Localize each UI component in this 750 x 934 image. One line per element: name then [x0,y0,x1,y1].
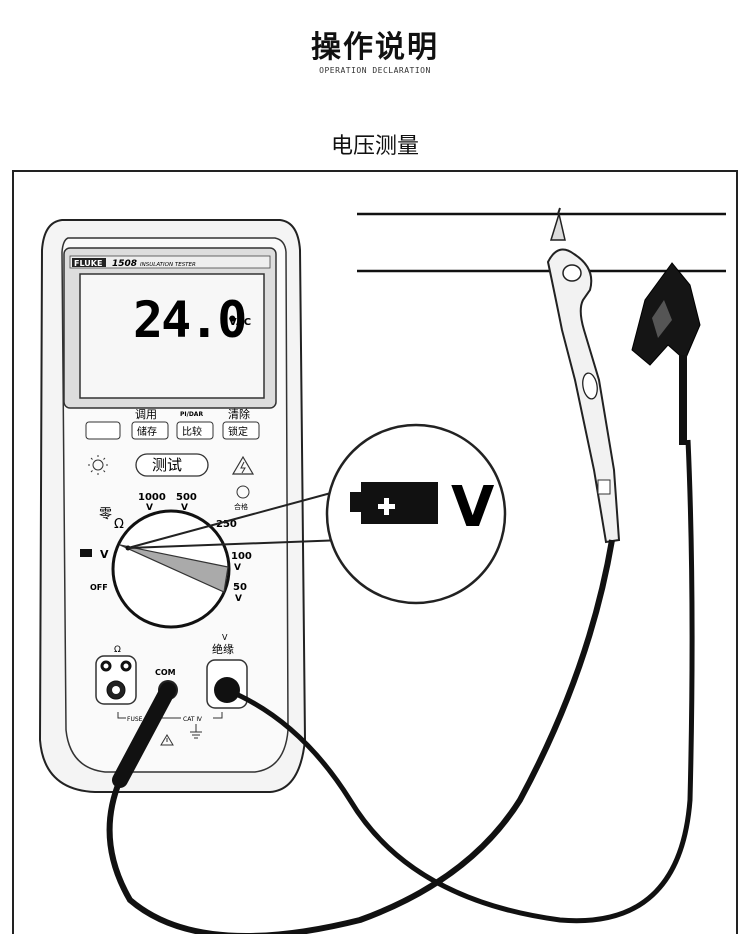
black-test-lead [106,539,615,934]
high-voltage-warning-icon [231,455,255,475]
voltage-range-label: V [100,548,109,561]
v-jack-top-label: V [222,633,228,642]
range-250-label: 250 [216,519,237,530]
fluke-logo-badge [72,258,106,267]
model-label: 1508 [112,259,137,269]
btn3-top-label: 清除 [228,407,250,421]
store-button-label: 储存 [137,425,157,438]
test-button-label: 测试 [152,456,182,474]
v-plug [214,677,240,703]
multimeter: FLUKE 1508 INSULATION TESTER 24.0 VAC 调用… [38,219,307,793]
range-50-label: 50 [233,582,247,593]
range-1000-unit: V [146,503,153,513]
range-100-unit: V [234,563,241,573]
ohm-jack-label: Ω [114,645,121,655]
lcd-display [79,273,265,399]
pass-indicator-icon [236,485,250,499]
range-500-label: 500 [176,492,197,503]
lock-button[interactable] [222,421,260,440]
pass-label: 合格 [234,502,248,511]
illustration-frame [12,170,738,934]
zero-label: 零 [99,507,112,522]
battery-icon [361,482,438,524]
backlight-icon [88,455,108,475]
com-jack-label: COM [155,668,176,677]
range-500-unit: V [181,503,188,513]
page-subtitle: OPERATION DECLARATION [319,66,431,75]
dial-pointer [119,544,229,593]
model-desc-label: INSULATION TESTER [140,262,196,268]
battery-icon-small [80,549,92,557]
display-reading: 24.0 [133,291,245,349]
page-title: 操作说明 [311,30,439,65]
range-50-unit: V [235,594,242,604]
btn2-top-label: PI/DAR [180,411,203,418]
alligator-clip [631,262,701,445]
blank-button[interactable] [85,421,121,440]
btn1-top-label: 调用 [135,408,157,421]
range-1000-label: 1000 [138,492,166,503]
brand-label: FLUKE [74,259,102,268]
fuse-label: FUSE [127,716,143,723]
compare-button-label: 比较 [182,425,202,438]
compare-button[interactable] [176,421,214,440]
function-callout: V [127,423,507,605]
warning-triangle-icon [160,734,174,746]
test-probe [546,207,621,544]
ground-icon [190,724,202,739]
insulation-label: 绝缘 [212,642,234,656]
ohm-range-label: Ω [114,517,124,532]
battery-icon-terminal [350,492,362,512]
rotary-dial[interactable] [111,509,231,629]
off-label: OFF [90,583,108,592]
lock-button-label: 锁定 [228,425,248,438]
second-test-lead [226,439,695,924]
callout-voltage-label: V [451,475,495,540]
display-unit: VAC [229,317,251,328]
com-plug [112,682,176,788]
store-button[interactable] [131,421,169,440]
section-title: 电压测量 [330,134,419,159]
cat-rating-label: CAT Ⅳ [183,716,202,723]
range-100-label: 100 [231,551,252,562]
test-button[interactable] [135,453,209,477]
